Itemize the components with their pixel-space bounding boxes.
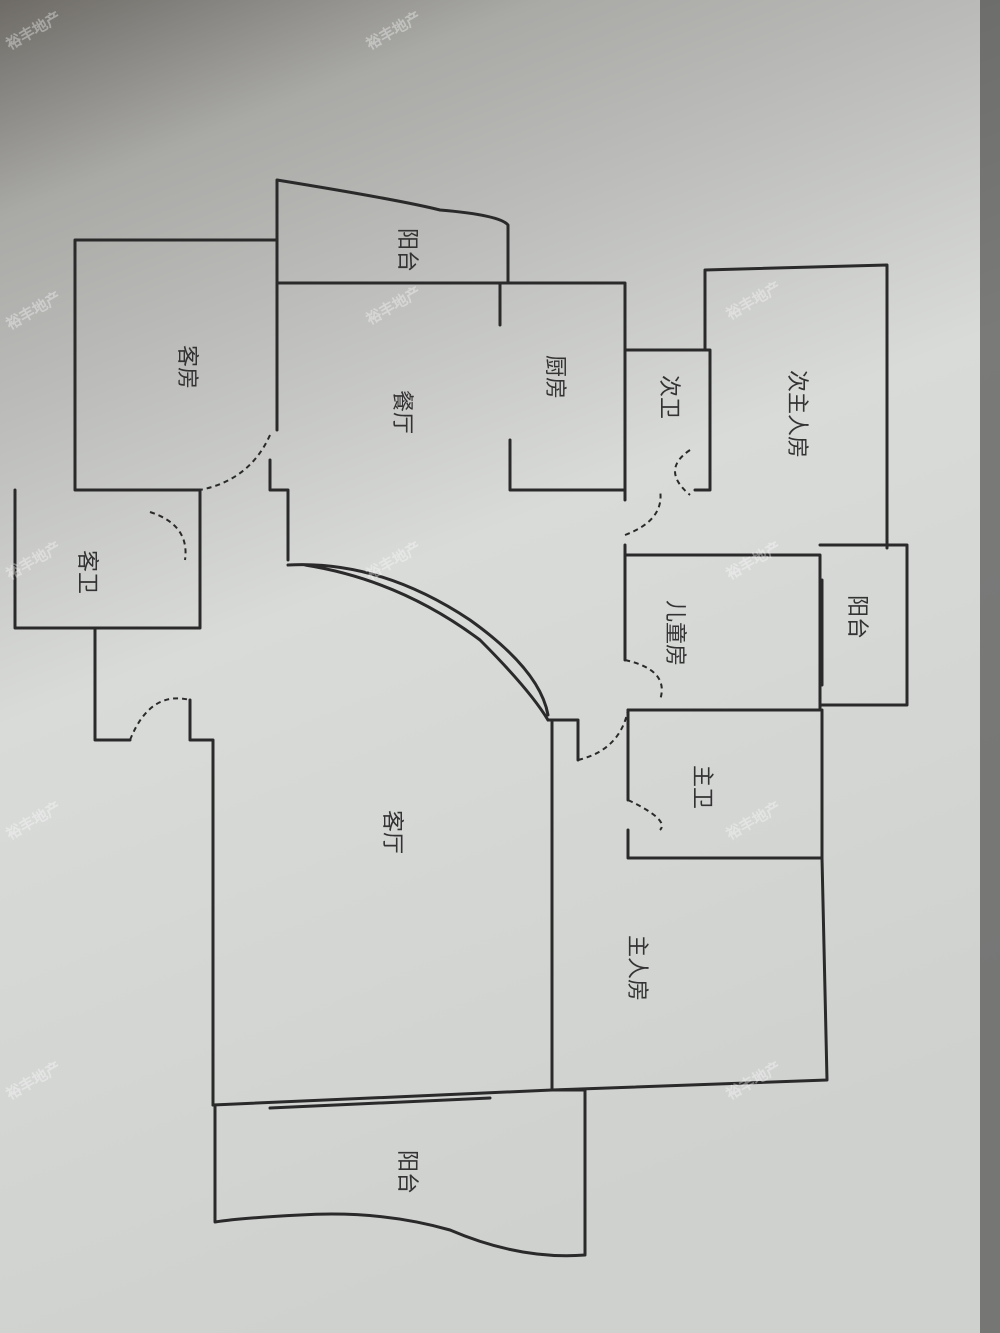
balcony-bottom-walls bbox=[211, 1088, 587, 1258]
living-right-walls bbox=[546, 718, 580, 1092]
label-dining-room: 餐厅 bbox=[389, 390, 414, 434]
living-left-walls bbox=[93, 626, 215, 1107]
second-master-walls bbox=[703, 263, 889, 550]
label-children-room: 儿童房 bbox=[662, 600, 687, 666]
label-kitchen: 厨房 bbox=[542, 355, 567, 399]
master-room-walls bbox=[550, 856, 829, 1092]
label-second-master-room: 次主人房 bbox=[784, 370, 809, 458]
label-balcony-top: 阳台 bbox=[394, 228, 419, 272]
second-bath-walls bbox=[623, 348, 712, 502]
master-bath-walls bbox=[626, 708, 824, 860]
label-second-bath: 次卫 bbox=[656, 375, 681, 419]
label-balcony-right: 阳台 bbox=[844, 595, 869, 639]
curved-partition bbox=[286, 563, 550, 722]
door-arcs bbox=[129, 434, 691, 831]
balcony-top-walls bbox=[275, 178, 510, 285]
label-master-room: 主人房 bbox=[624, 935, 649, 1001]
label-master-bath: 主卫 bbox=[689, 765, 714, 809]
label-living-room: 客厅 bbox=[379, 810, 404, 854]
dining-walls bbox=[268, 238, 290, 562]
balcony-right-walls bbox=[818, 543, 909, 707]
walls bbox=[13, 178, 909, 1258]
label-balcony-bottom: 阳台 bbox=[394, 1150, 419, 1194]
children-room-walls bbox=[623, 543, 822, 712]
label-guest-room: 客房 bbox=[174, 345, 199, 389]
guest-room-walls bbox=[73, 238, 279, 492]
label-guest-bath: 客卫 bbox=[74, 550, 99, 594]
guest-bath-walls bbox=[13, 488, 202, 630]
room-labels: 阳台 客房 餐厅 厨房 次卫 次主人房 客卫 儿童房 阳台 主卫 客厅 主人房 … bbox=[74, 228, 869, 1194]
balcony-bottom-window bbox=[268, 1096, 492, 1110]
table-edge bbox=[980, 0, 1000, 1333]
